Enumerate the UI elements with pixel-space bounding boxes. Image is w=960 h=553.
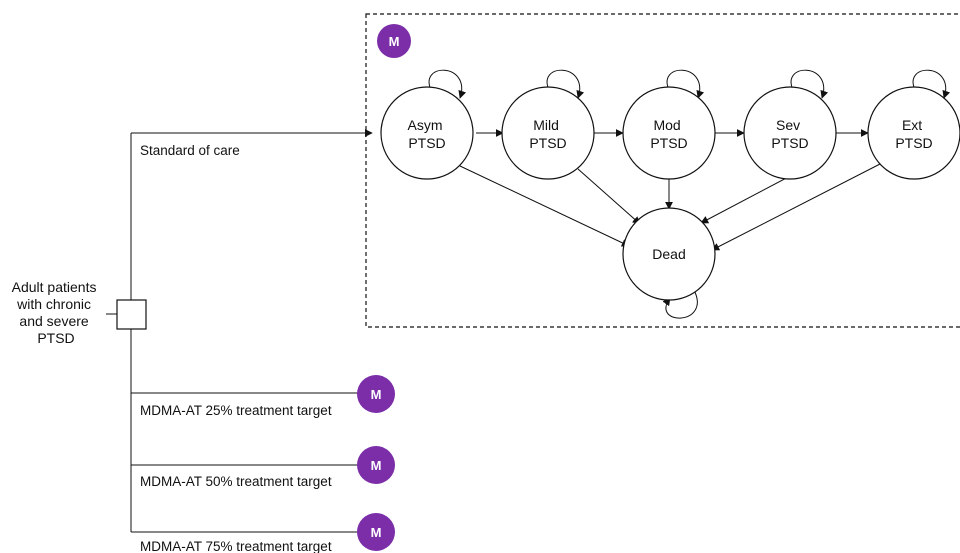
branch-label-mdma-50: MDMA-AT 50% treatment target: [140, 474, 332, 489]
self-loop-dead: [662, 289, 698, 319]
root-label: Adult patients with chronic and severe P…: [12, 279, 101, 346]
self-loop-ext: [912, 69, 951, 99]
svg-text:Ext PTSD: Ext PTSD: [895, 117, 932, 151]
state-ext-ptsd: Ext PTSD: [867, 86, 960, 180]
branch-label-standard-of-care: Standard of care: [140, 143, 240, 158]
markov-badge-mdma-25: M: [357, 375, 395, 413]
state-sev-ptsd: Sev PTSD: [743, 86, 837, 180]
self-loop-sev: [790, 69, 829, 99]
state-asym-ptsd: Asym PTSD: [380, 86, 474, 180]
svg-text:Mod PTSD: Mod PTSD: [650, 117, 687, 151]
markov-badge-mdma-50: M: [357, 446, 395, 484]
svg-text:M: M: [371, 525, 382, 540]
svg-text:M: M: [389, 34, 400, 49]
transition-ext-to-dead: [711, 163, 881, 251]
markov-badge-mdma-75: M: [357, 513, 395, 551]
svg-text:Mild PTSD: Mild PTSD: [529, 117, 566, 151]
svg-text:Sev PTSD: Sev PTSD: [771, 117, 808, 151]
transition-mild-to-dead: [577, 168, 641, 225]
self-loop-mild: [546, 69, 585, 99]
branch-label-mdma-75: MDMA-AT 75% treatment target: [140, 539, 332, 553]
transition-sev-to-dead: [700, 173, 795, 224]
svg-text:M: M: [371, 387, 382, 402]
markov-badge-model: M: [377, 24, 411, 58]
markov-model-boundary: [365, 13, 960, 328]
transition-asym-to-dead: [459, 165, 630, 247]
state-mild-ptsd: Mild PTSD: [501, 86, 595, 180]
state-dead: Dead: [622, 207, 716, 301]
self-loop-mod: [666, 69, 705, 99]
branch-label-mdma-25: MDMA-AT 25% treatment target: [140, 403, 332, 418]
svg-text:Dead: Dead: [652, 246, 685, 262]
state-mod-ptsd: Mod PTSD: [622, 86, 716, 180]
decision-node: [116, 299, 147, 330]
self-loop-asym: [428, 69, 467, 99]
svg-text:M: M: [371, 458, 382, 473]
svg-text:Asym PTSD: Asym PTSD: [408, 117, 447, 151]
